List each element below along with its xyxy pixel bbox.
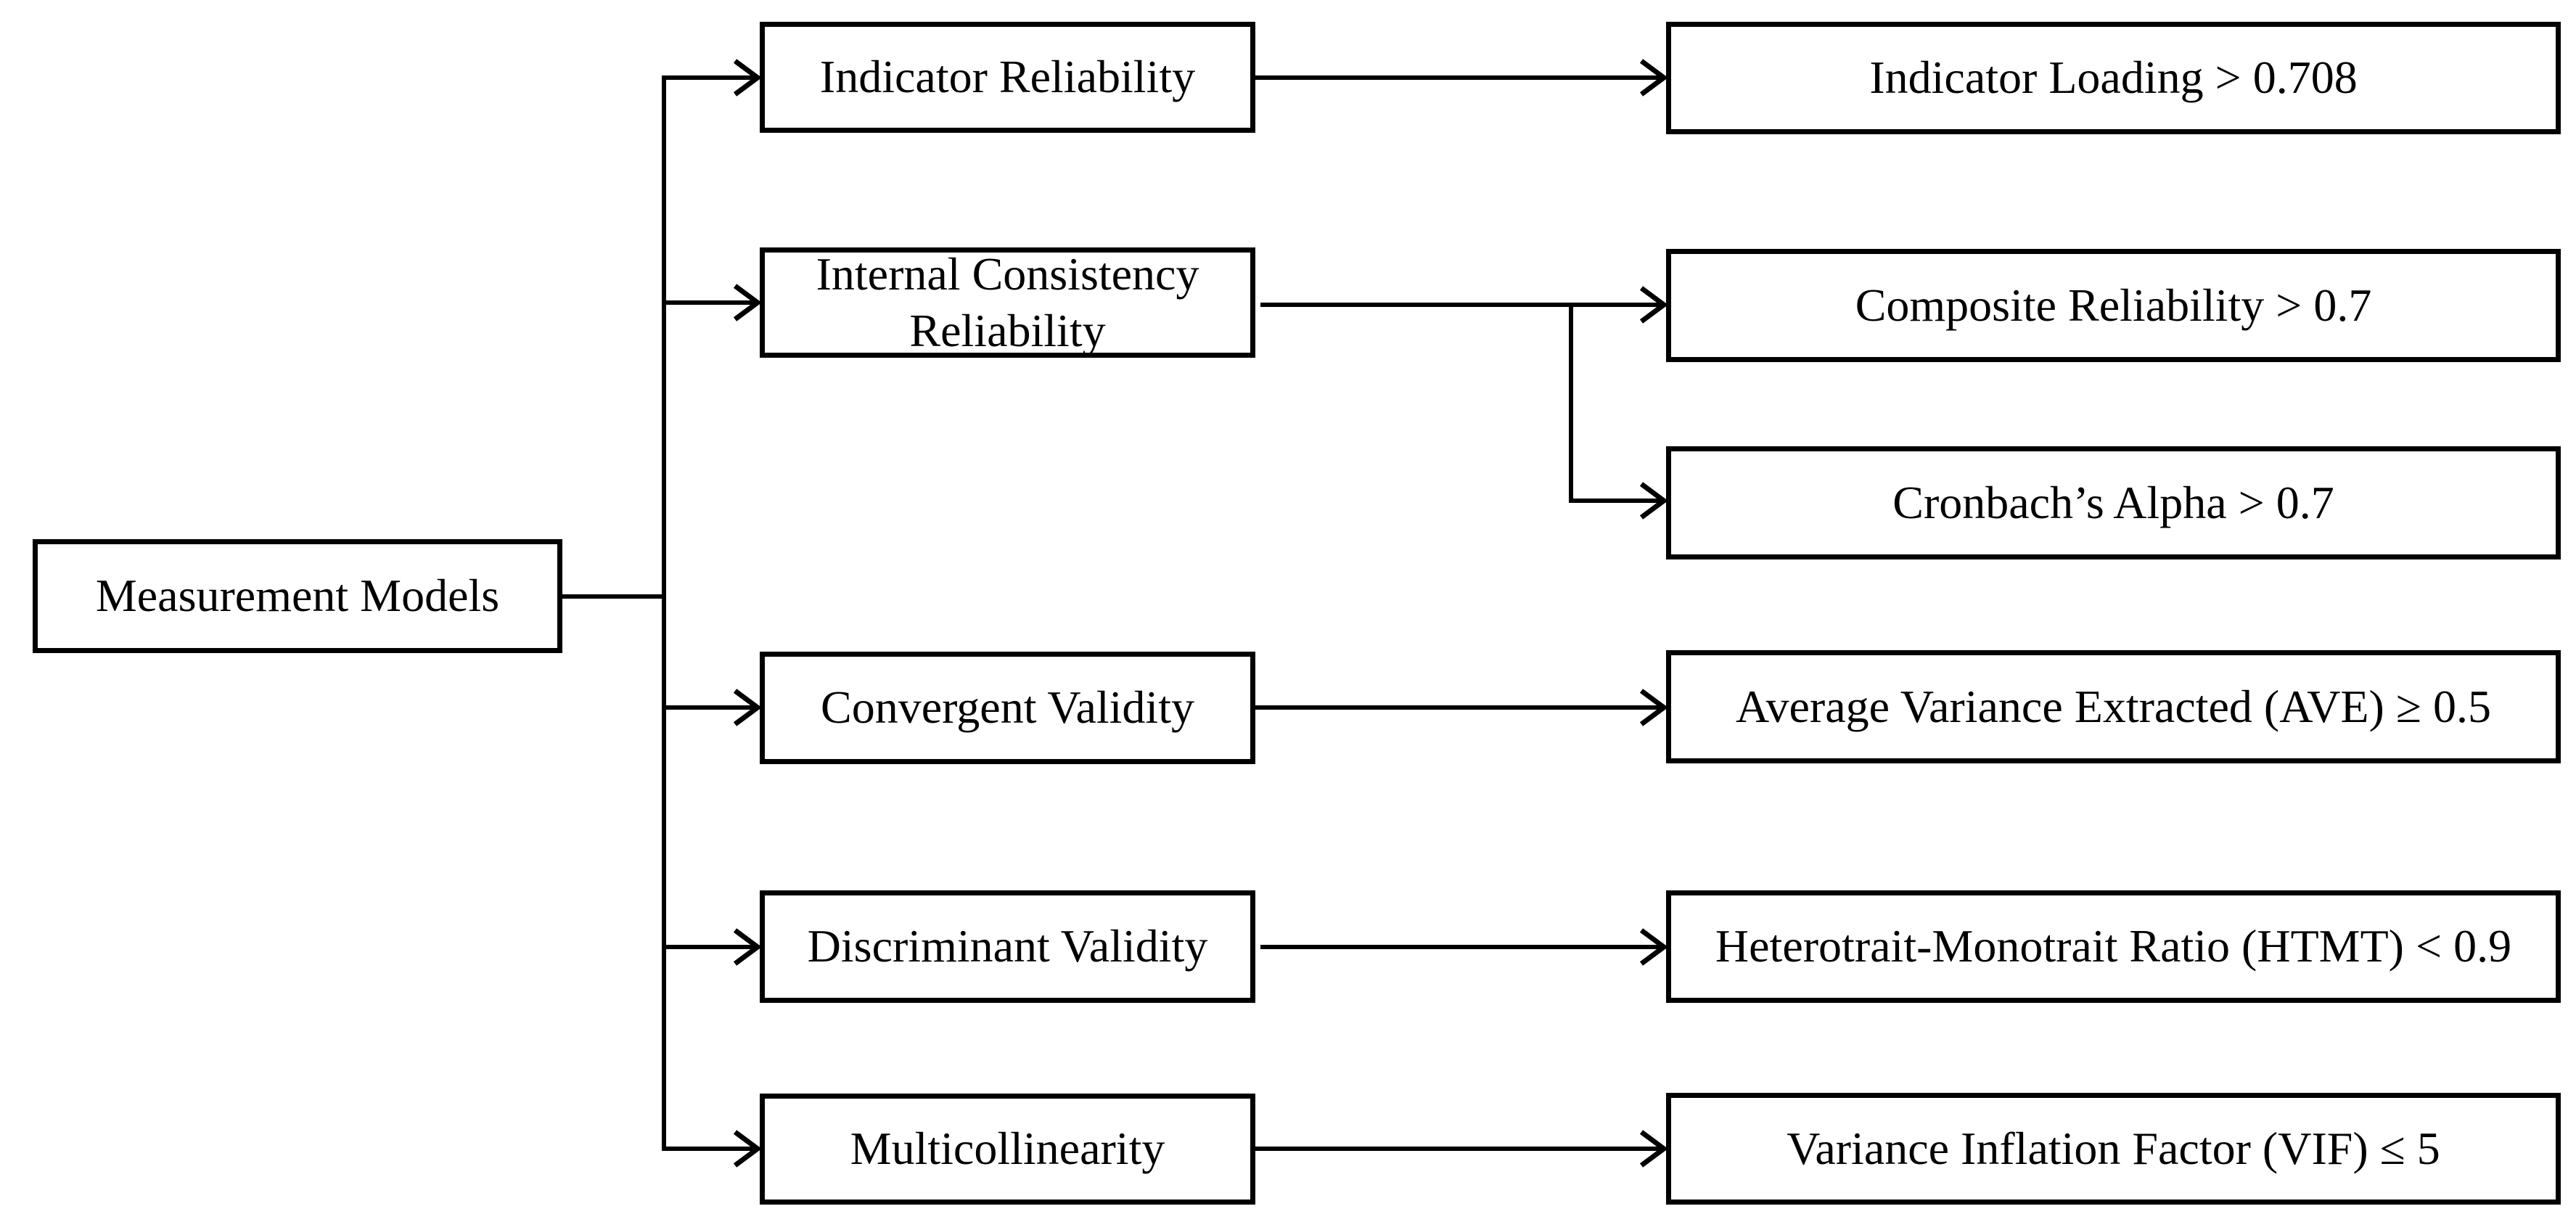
node-multicollinearity: Multicollinearity — [760, 1094, 1255, 1205]
node-ave-criterion: Average Variance Extracted (AVE) ≥ 0.5 — [1666, 650, 2561, 763]
connector-cronbachs-alpha — [1569, 305, 1662, 503]
node-label: Indicator Loading > 0.708 — [1869, 52, 2358, 104]
node-convergent-validity: Convergent Validity — [760, 652, 1255, 764]
arrowhead-icon — [1639, 482, 1668, 520]
node-label: Multicollinearity — [850, 1123, 1165, 1175]
arrowhead-icon — [1639, 59, 1668, 97]
node-label: Heterotrait-Monotrait Ratio (HTMT) < 0.9 — [1715, 920, 2512, 972]
node-label: Cronbach’s Alpha > 0.7 — [1892, 476, 2334, 528]
arrowhead-icon — [733, 59, 762, 97]
node-measurement-models: Measurement Models — [33, 539, 562, 653]
arrowhead-icon — [1639, 928, 1668, 966]
node-discriminant-validity: Discriminant Validity — [760, 890, 1255, 1003]
arrowhead-icon — [733, 284, 762, 321]
node-label: Indicator Reliability — [819, 51, 1196, 103]
node-label: Average Variance Extracted (AVE) ≥ 0.5 — [1736, 680, 2491, 732]
node-label: Measurement Models — [95, 570, 500, 622]
arrowhead-icon — [733, 928, 762, 966]
node-indicator-reliability: Indicator Reliability — [760, 22, 1255, 133]
arrowhead-icon — [1639, 286, 1668, 324]
node-label: Variance Inflation Factor (VIF) ≤ 5 — [1787, 1122, 2440, 1174]
node-vif-criterion: Variance Inflation Factor (VIF) ≤ 5 — [1666, 1093, 2561, 1205]
arrowhead-icon — [1639, 689, 1668, 726]
node-label: Internal Consistency Reliability — [816, 247, 1199, 356]
node-label: Composite Reliability > 0.7 — [1855, 279, 2372, 331]
arrowhead-icon — [733, 689, 762, 726]
node-label: Discriminant Validity — [807, 920, 1208, 972]
node-indicator-loading-criterion: Indicator Loading > 0.708 — [1666, 22, 2561, 134]
node-label: Convergent Validity — [821, 681, 1194, 734]
node-internal-consistency-reliability: Internal Consistency Reliability — [760, 247, 1255, 358]
arrowhead-icon — [733, 1130, 762, 1168]
node-composite-reliability-criterion: Composite Reliability > 0.7 — [1666, 249, 2561, 362]
arrowhead-icon — [1639, 1130, 1668, 1168]
node-cronbachs-alpha-criterion: Cronbach’s Alpha > 0.7 — [1666, 446, 2561, 559]
node-htmt-criterion: Heterotrait-Monotrait Ratio (HTMT) < 0.9 — [1666, 890, 2561, 1003]
connector-trunk — [662, 75, 755, 1151]
